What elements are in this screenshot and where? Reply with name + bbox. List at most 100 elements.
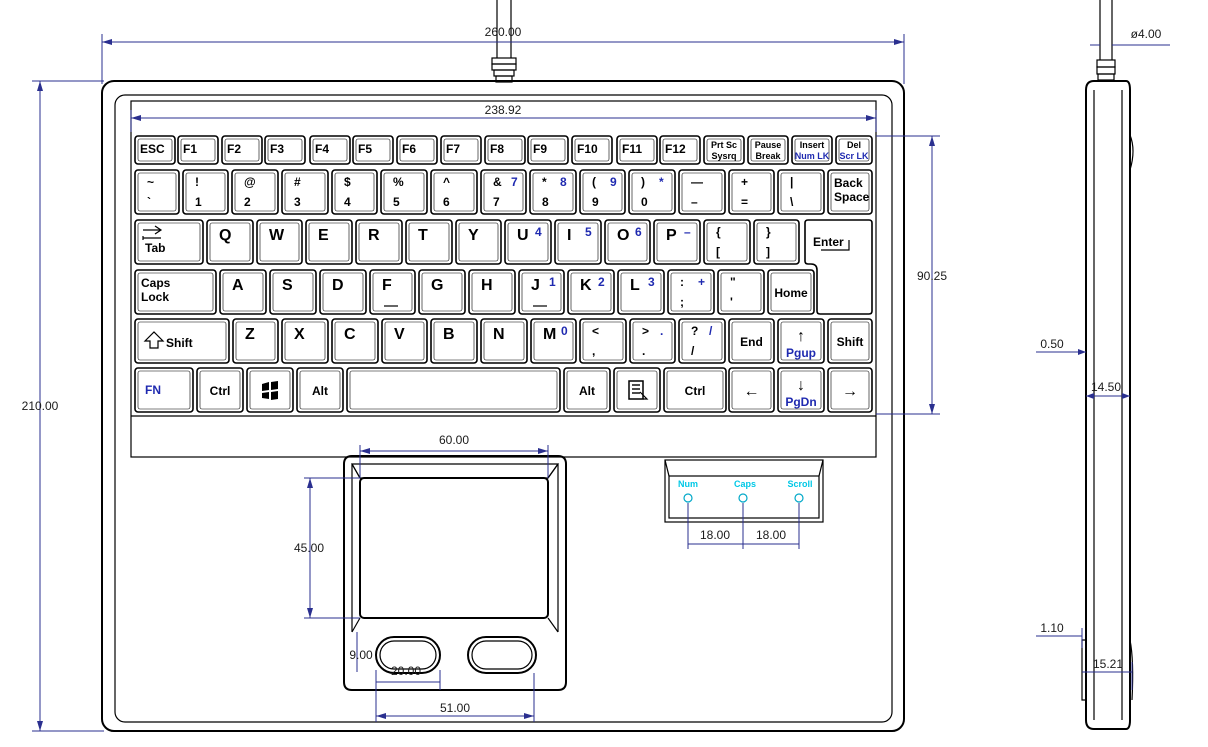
key-e[interactable]: E (305, 219, 353, 265)
key-f[interactable]: F (369, 269, 416, 315)
key-ctrl[interactable]: Ctrl (196, 367, 244, 413)
key-cap[interactable] (232, 318, 279, 364)
key-cap[interactable] (296, 367, 344, 413)
key-ctrl[interactable]: Ctrl (663, 367, 727, 413)
key-s[interactable]: S (269, 269, 317, 315)
key-cap[interactable] (480, 318, 528, 364)
key-x[interactable]: X (281, 318, 329, 364)
key-sym-sym[interactable]: {[ (703, 219, 751, 265)
key-f2[interactable]: F2 (221, 135, 263, 165)
key-sym-6[interactable]: ^6 (430, 169, 478, 215)
key-sym[interactable] (346, 367, 561, 413)
key-alt[interactable]: Alt (296, 367, 344, 413)
key-sym-8[interactable]: *88 (529, 169, 577, 215)
key-cap[interactable] (827, 318, 873, 364)
key-cap[interactable] (134, 219, 204, 265)
key-cap[interactable] (527, 135, 569, 165)
key-sym-sym[interactable]: "' (717, 269, 765, 315)
key-h[interactable]: H (468, 269, 516, 315)
key-f4[interactable]: F4 (309, 135, 351, 165)
key-cap[interactable] (331, 169, 378, 215)
key-shift[interactable]: Shift (134, 318, 230, 364)
key-cap[interactable] (791, 135, 833, 165)
key-cap[interactable] (835, 135, 873, 165)
key-cap[interactable] (484, 135, 526, 165)
key-cap[interactable] (264, 135, 306, 165)
key-f12[interactable]: F12 (659, 135, 701, 165)
key-cap[interactable] (777, 367, 825, 413)
key-cap[interactable] (571, 135, 613, 165)
key-cap[interactable] (309, 135, 351, 165)
key-cap[interactable] (269, 269, 317, 315)
key-cap[interactable] (352, 135, 394, 165)
key-z[interactable]: Z (232, 318, 279, 364)
key-sym-1[interactable]: !1 (182, 169, 229, 215)
key-sym-pgdn[interactable]: ↓PgDn (777, 367, 825, 413)
key-cap[interactable] (355, 219, 403, 265)
key-sym[interactable]: ← (728, 367, 775, 413)
key-cap[interactable] (827, 169, 873, 215)
key-alt[interactable]: Alt (563, 367, 611, 413)
key-cap[interactable] (196, 367, 244, 413)
key-cap[interactable] (728, 367, 775, 413)
key-t[interactable]: T (405, 219, 453, 265)
key-cap[interactable] (430, 318, 478, 364)
key-sym-sym[interactable]: :;+ (667, 269, 715, 315)
key-cap[interactable] (504, 219, 552, 265)
key-menu-icon[interactable] (613, 367, 661, 413)
key-cap[interactable] (827, 367, 873, 413)
touchpad-surface[interactable] (359, 477, 549, 619)
key-cap[interactable] (346, 367, 561, 413)
key-sym-0[interactable]: )0* (628, 169, 676, 215)
key-cap[interactable] (767, 269, 815, 315)
key-sym-sym[interactable]: ?// (678, 318, 726, 364)
key-cap[interactable] (629, 318, 676, 364)
key-f7[interactable]: F7 (440, 135, 482, 165)
key-sym-sym[interactable]: |\ (777, 169, 825, 215)
key-sym-9[interactable]: (99 (579, 169, 626, 215)
key-cap[interactable] (455, 219, 502, 265)
key-cap[interactable] (728, 169, 775, 215)
key-cap[interactable] (134, 318, 230, 364)
key-f11[interactable]: F11 (616, 135, 658, 165)
key-cap[interactable] (777, 318, 825, 364)
key-y[interactable]: Y (455, 219, 502, 265)
key-cap[interactable] (703, 135, 745, 165)
touchpad-left-button[interactable] (375, 636, 441, 674)
key-sym[interactable]: → (827, 367, 873, 413)
key-sym-4[interactable]: $4 (331, 169, 378, 215)
key-cap[interactable] (659, 135, 701, 165)
key-cap[interactable] (134, 135, 176, 165)
key-cap[interactable] (747, 135, 789, 165)
key-cap[interactable] (369, 269, 416, 315)
key-cap[interactable] (246, 367, 294, 413)
key-sym-sym[interactable]: ~` (134, 169, 180, 215)
key-sym-7[interactable]: &77 (480, 169, 527, 215)
key-c[interactable]: C (331, 318, 379, 364)
key-win-icon[interactable] (246, 367, 294, 413)
key-cap[interactable] (777, 169, 825, 215)
key-cap[interactable] (567, 269, 615, 315)
key-n[interactable]: N (480, 318, 528, 364)
key-cap[interactable] (440, 135, 482, 165)
key-f3[interactable]: F3 (264, 135, 306, 165)
key-cap[interactable] (563, 367, 611, 413)
key-cap[interactable] (604, 219, 651, 265)
key-cap[interactable] (206, 219, 254, 265)
key-cap[interactable] (396, 135, 438, 165)
key-d[interactable]: D (319, 269, 367, 315)
key-cap[interactable] (331, 318, 379, 364)
key-cap[interactable] (221, 135, 263, 165)
key-cap[interactable] (617, 269, 665, 315)
key-enter[interactable]: Enter (804, 219, 873, 315)
key-b[interactable]: B (430, 318, 478, 364)
key-cap[interactable] (405, 219, 453, 265)
